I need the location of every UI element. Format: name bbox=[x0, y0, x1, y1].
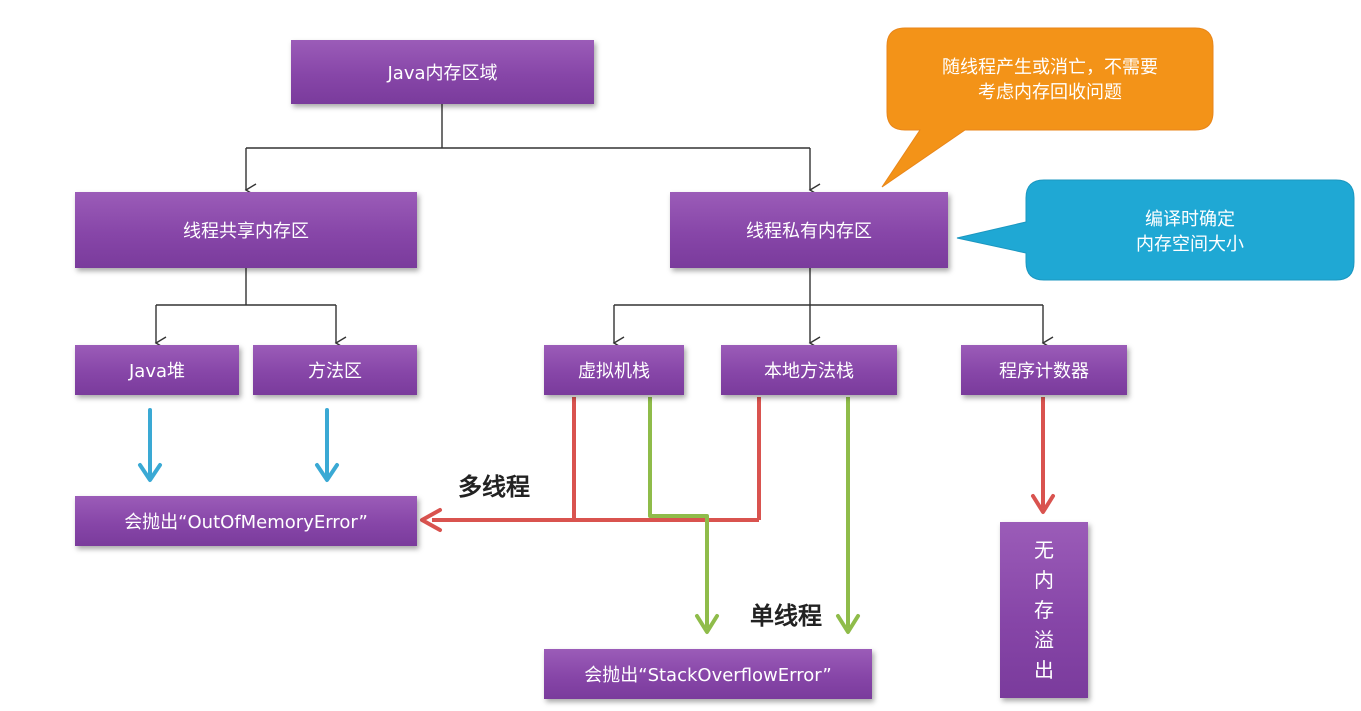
node-label: 线程共享内存区 bbox=[183, 221, 309, 242]
node-label: 线程私有内存区 bbox=[746, 221, 872, 242]
callout-line: 随线程产生或消亡，不需要 bbox=[942, 57, 1158, 78]
callout-line: 内存空间大小 bbox=[1136, 234, 1244, 255]
node-stack-overflow-error: 会抛出“StackOverflowError” bbox=[544, 649, 872, 699]
node-vm-stack: 虚拟机栈 bbox=[544, 345, 684, 395]
blue-callout-shape bbox=[956, 179, 1355, 281]
node-char: 内 bbox=[1034, 568, 1054, 592]
node-thread-shared-memory: 线程共享内存区 bbox=[75, 192, 417, 268]
node-char: 存 bbox=[1034, 598, 1054, 622]
blue-oom-arrows bbox=[138, 408, 339, 482]
node-label: Java内存区域 bbox=[387, 63, 498, 84]
node-label: 方法区 bbox=[308, 361, 362, 382]
node-label: 本地方法栈 bbox=[764, 361, 854, 382]
red-multithread-arrows bbox=[420, 397, 1055, 532]
label-single-thread: 单线程 bbox=[750, 602, 822, 630]
node-out-of-memory-error: 会抛出“OutOfMemoryError” bbox=[75, 496, 417, 546]
node-no-memory-overflow: 无 内 存 溢 出 bbox=[1000, 522, 1088, 698]
green-singlethread-arrows bbox=[648, 397, 860, 634]
orange-callout-shape bbox=[881, 27, 1214, 188]
node-java-heap: Java堆 bbox=[75, 345, 239, 395]
callout-line: 考虑内存回收问题 bbox=[978, 82, 1122, 103]
node-program-counter: 程序计数器 bbox=[961, 345, 1127, 395]
node-char: 溢 bbox=[1034, 628, 1054, 652]
node-label: Java堆 bbox=[128, 361, 186, 382]
callout-line: 编译时确定 bbox=[1145, 209, 1235, 230]
node-label: 程序计数器 bbox=[999, 361, 1089, 382]
node-thread-private-memory: 线程私有内存区 bbox=[670, 192, 948, 268]
node-label: 会抛出“StackOverflowError” bbox=[584, 665, 832, 686]
node-label: 会抛出“OutOfMemoryError” bbox=[124, 512, 368, 533]
orange-callout-text: 随线程产生或消亡，不需要 考虑内存回收问题 bbox=[895, 55, 1205, 105]
blue-callout-text: 编译时确定 内存空间大小 bbox=[1040, 207, 1340, 257]
node-char: 出 bbox=[1034, 658, 1054, 682]
node-native-method-stack: 本地方法栈 bbox=[721, 345, 897, 395]
node-java-memory-area: Java内存区域 bbox=[291, 40, 594, 104]
node-method-area: 方法区 bbox=[253, 345, 417, 395]
node-char: 无 bbox=[1034, 538, 1054, 562]
label-multi-thread: 多线程 bbox=[458, 473, 530, 501]
tree-connectors bbox=[154, 104, 1054, 350]
node-label: 虚拟机栈 bbox=[578, 361, 650, 382]
